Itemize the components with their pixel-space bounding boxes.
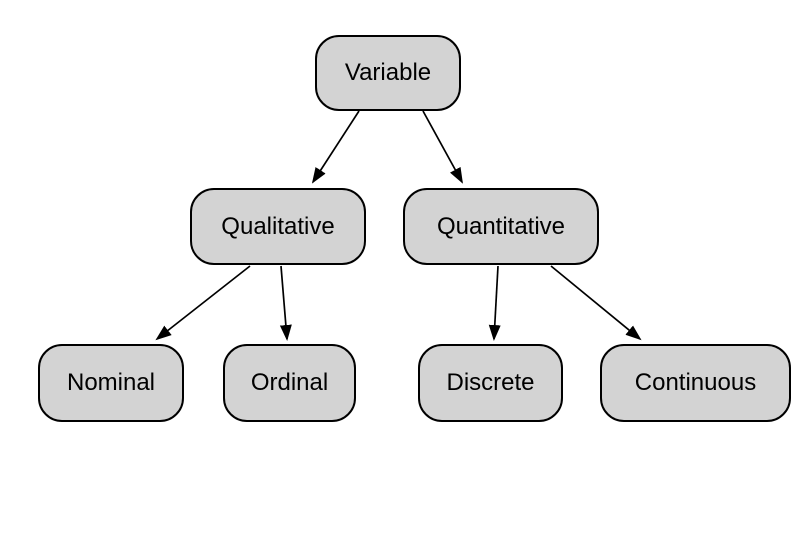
node-discrete: Discrete	[418, 344, 563, 422]
node-qualitative-label: Qualitative	[221, 212, 335, 240]
edge-variable-to-qualitative	[311, 110, 360, 184]
node-variable-label: Variable	[344, 59, 432, 86]
node-quantitative-label: Quantitative	[436, 212, 566, 240]
node-continuous-label: Continuous	[634, 369, 757, 396]
edge-quantitative-to-discrete	[488, 265, 501, 341]
node-ordinal-label: Ordinal	[250, 369, 329, 396]
node-continuous: Continuous	[600, 344, 791, 422]
edge-qualitative-to-ordinal	[279, 265, 292, 341]
node-discrete-label: Discrete	[446, 369, 535, 396]
node-nominal-label: Nominal	[66, 369, 156, 396]
edge-qualitative-to-nominal	[155, 265, 251, 341]
node-variable: Variable	[315, 35, 461, 111]
node-ordinal: Ordinal	[223, 344, 356, 422]
node-nominal: Nominal	[38, 344, 184, 422]
node-qualitative: Qualitative	[190, 188, 366, 265]
edge-quantitative-to-continuous	[550, 265, 642, 341]
node-quantitative: Quantitative	[403, 188, 599, 265]
edge-variable-to-quantitative	[422, 110, 463, 184]
